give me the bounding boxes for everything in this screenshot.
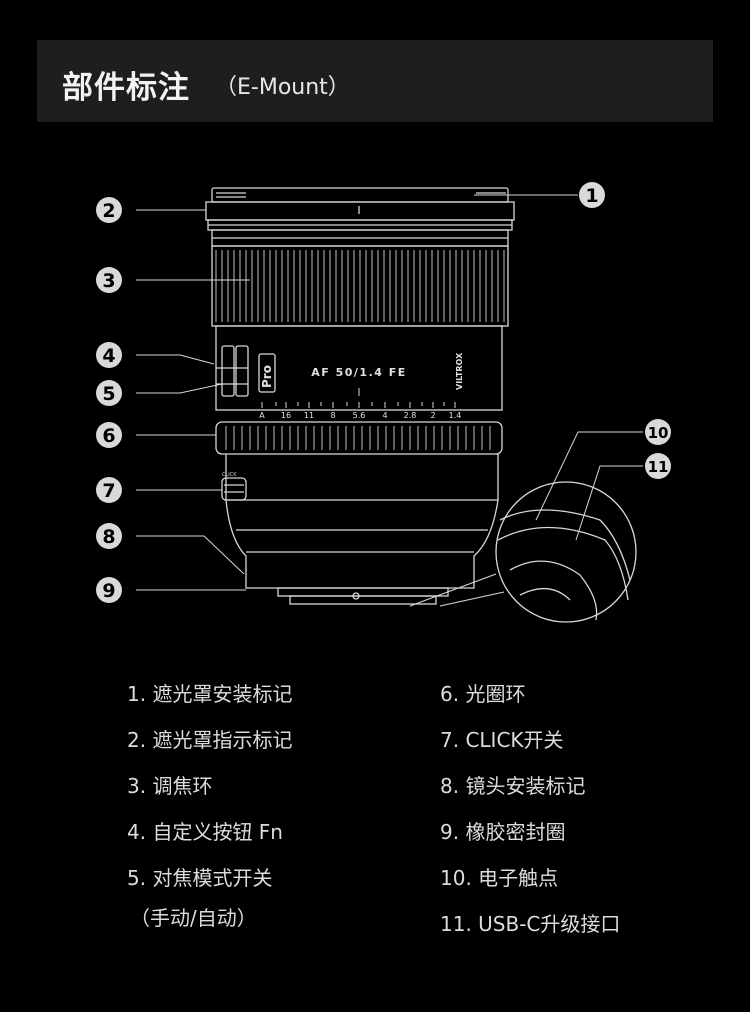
legend-item: 1. 遮光罩安装标记 [127, 682, 293, 706]
aperture-ring [215, 421, 503, 455]
title-banner: 部件标注 （E-Mount） [37, 40, 713, 122]
lens-brand-text: VILTROX [455, 352, 464, 390]
aperture-mark: 1.4 [449, 411, 462, 420]
callout-3: 3 [102, 270, 115, 292]
lens-front-rim [211, 187, 509, 203]
legend-item: 6. 光圈环 [440, 682, 526, 706]
legend-item: 10. 电子触点 [440, 866, 559, 890]
aperture-mark: A [259, 411, 265, 420]
click-switch-label: CLICK [222, 472, 237, 478]
detail-magnifier [495, 481, 637, 623]
aperture-mark: 8 [330, 411, 335, 420]
callout-6: 6 [102, 425, 115, 447]
callout-11: 11 [648, 458, 669, 476]
callout-4: 4 [102, 345, 115, 367]
legend-item: 2. 遮光罩指示标记 [127, 728, 293, 752]
page-title: 部件标注 [62, 70, 190, 106]
legend-item: 9. 橡胶密封圈 [440, 820, 566, 844]
aperture-ring-ribs [225, 426, 491, 450]
callout-7: 7 [102, 480, 115, 502]
focus-ring-ribs [215, 250, 505, 322]
callout-9: 9 [102, 580, 115, 602]
callout-10: 10 [648, 424, 669, 442]
legend-item: 3. 调焦环 [127, 774, 213, 798]
aperture-scale: A 16 11 8 5.6 4 2.8 2 1.4 [259, 411, 461, 420]
leader-lines [136, 194, 643, 607]
legend-item: 5. 对焦模式开关 [127, 866, 273, 890]
callout-8: 8 [102, 526, 115, 548]
lens-diagram: AF 50/1.4 FE VILTROX Pro CLICK A 16 11 8… [96, 182, 671, 623]
lens-hood-mount [205, 201, 515, 221]
callout-5: 5 [102, 383, 115, 405]
aperture-mark: 2.8 [404, 411, 417, 420]
page-subtitle: （E-Mount） [215, 75, 350, 100]
lens-pro-badge: Pro [260, 365, 274, 388]
legend-item: 11. USB-C升级接口 [440, 912, 621, 936]
aperture-mark: 11 [304, 411, 314, 420]
callout-1: 1 [585, 185, 598, 207]
aperture-mark: 2 [430, 411, 435, 420]
callout-badges: 1 2 3 4 5 6 7 8 9 10 11 [96, 182, 671, 603]
aperture-mark: 16 [281, 411, 291, 420]
legend-item: 7. CLICK开关 [440, 728, 564, 752]
aperture-mark: 5.6 [353, 411, 366, 420]
parts-legend: 1. 遮光罩安装标记 2. 遮光罩指示标记 3. 调焦环 4. 自定义按钮 Fn… [0, 670, 750, 970]
legend-item: 8. 镜头安装标记 [440, 774, 586, 798]
legend-item: （手动/自动） [130, 906, 257, 930]
callout-2: 2 [102, 200, 115, 222]
lens-model-text: AF 50/1.4 FE [311, 366, 407, 379]
legend-item: 4. 自定义按钮 Fn [127, 820, 283, 844]
aperture-mark: 4 [382, 411, 387, 420]
